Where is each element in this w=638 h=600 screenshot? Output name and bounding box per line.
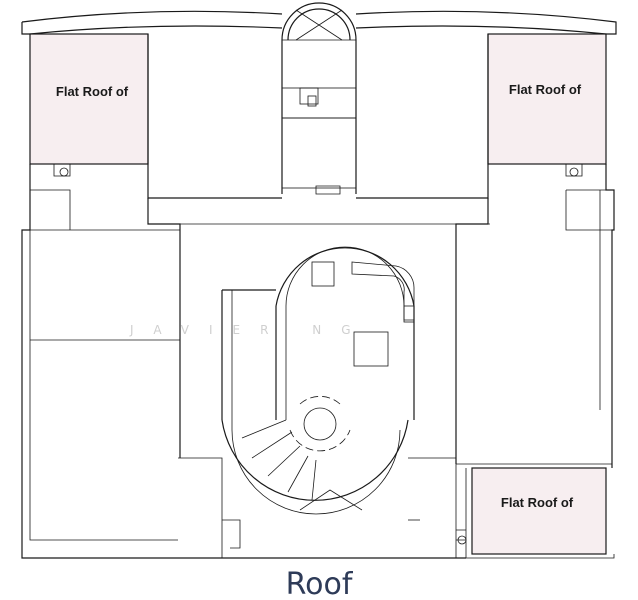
bottom-right-block (456, 468, 615, 559)
flat-roof-zone-bottom-right (471, 467, 607, 555)
flat-roof-label-bottom-right: Flat Roof of (501, 495, 574, 510)
watermark-text: JAVIER NG (129, 323, 371, 337)
top-circular-bay (281, 2, 357, 194)
flat-roof-zone-top-left (29, 33, 149, 165)
plan-caption: Roof (286, 567, 354, 600)
flat-roof-zone-top-right (487, 33, 607, 165)
flat-roof-label-top-left: Flat Roof of (56, 84, 129, 99)
central-oval-volume (221, 246, 415, 515)
left-wing (21, 164, 180, 559)
upper-wing-blocks (147, 34, 490, 464)
right-wing (456, 164, 615, 468)
bottom-left-block (178, 457, 457, 559)
central-core (281, 87, 357, 195)
top-parapet (21, 10, 617, 35)
flat-roof-label-top-right: Flat Roof of (509, 82, 582, 97)
